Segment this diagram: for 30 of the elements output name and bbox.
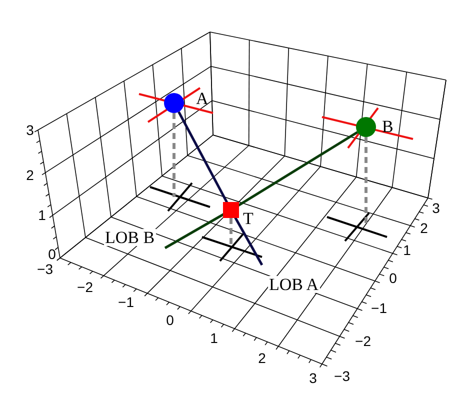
axis-tick-label: 1 [38, 208, 46, 222]
bearing-line [234, 216, 264, 266]
axis-tick-label: 2 [258, 351, 266, 365]
axis-tick-label: 0 [389, 271, 397, 285]
point-label: T [243, 210, 254, 227]
axis-tick-label: 3 [309, 371, 317, 385]
bearing-line [164, 212, 225, 250]
axis-tick-label: 3 [26, 123, 34, 137]
axis-tick-label: 0 [48, 247, 56, 261]
axis-tick-label: −3 [37, 262, 53, 276]
axis-tick-label: 1 [403, 243, 411, 257]
point-label: B [382, 118, 394, 135]
axis-tick-label: −2 [355, 334, 371, 348]
bearing-line [178, 111, 228, 204]
axis-tick-label: 1 [210, 331, 218, 345]
point-marker [164, 93, 184, 113]
axis-tick-label: 3 [432, 201, 440, 215]
axis-tick-label: −2 [77, 280, 93, 294]
point-marker [356, 117, 376, 137]
axis-tick-label: 2 [26, 168, 34, 182]
axis-tick-label: 0 [166, 313, 174, 327]
edge-label: LOB A [268, 276, 320, 293]
axis-tick-label: −1 [371, 301, 387, 315]
axis-tick-label: −3 [334, 369, 350, 383]
target-marker [223, 202, 239, 218]
point-label: A [196, 90, 208, 107]
axis-tick-label: −1 [118, 295, 134, 309]
bearing-line [237, 131, 358, 207]
axis-tick-label: 2 [420, 221, 428, 235]
edge-label: LOB B [104, 229, 156, 246]
